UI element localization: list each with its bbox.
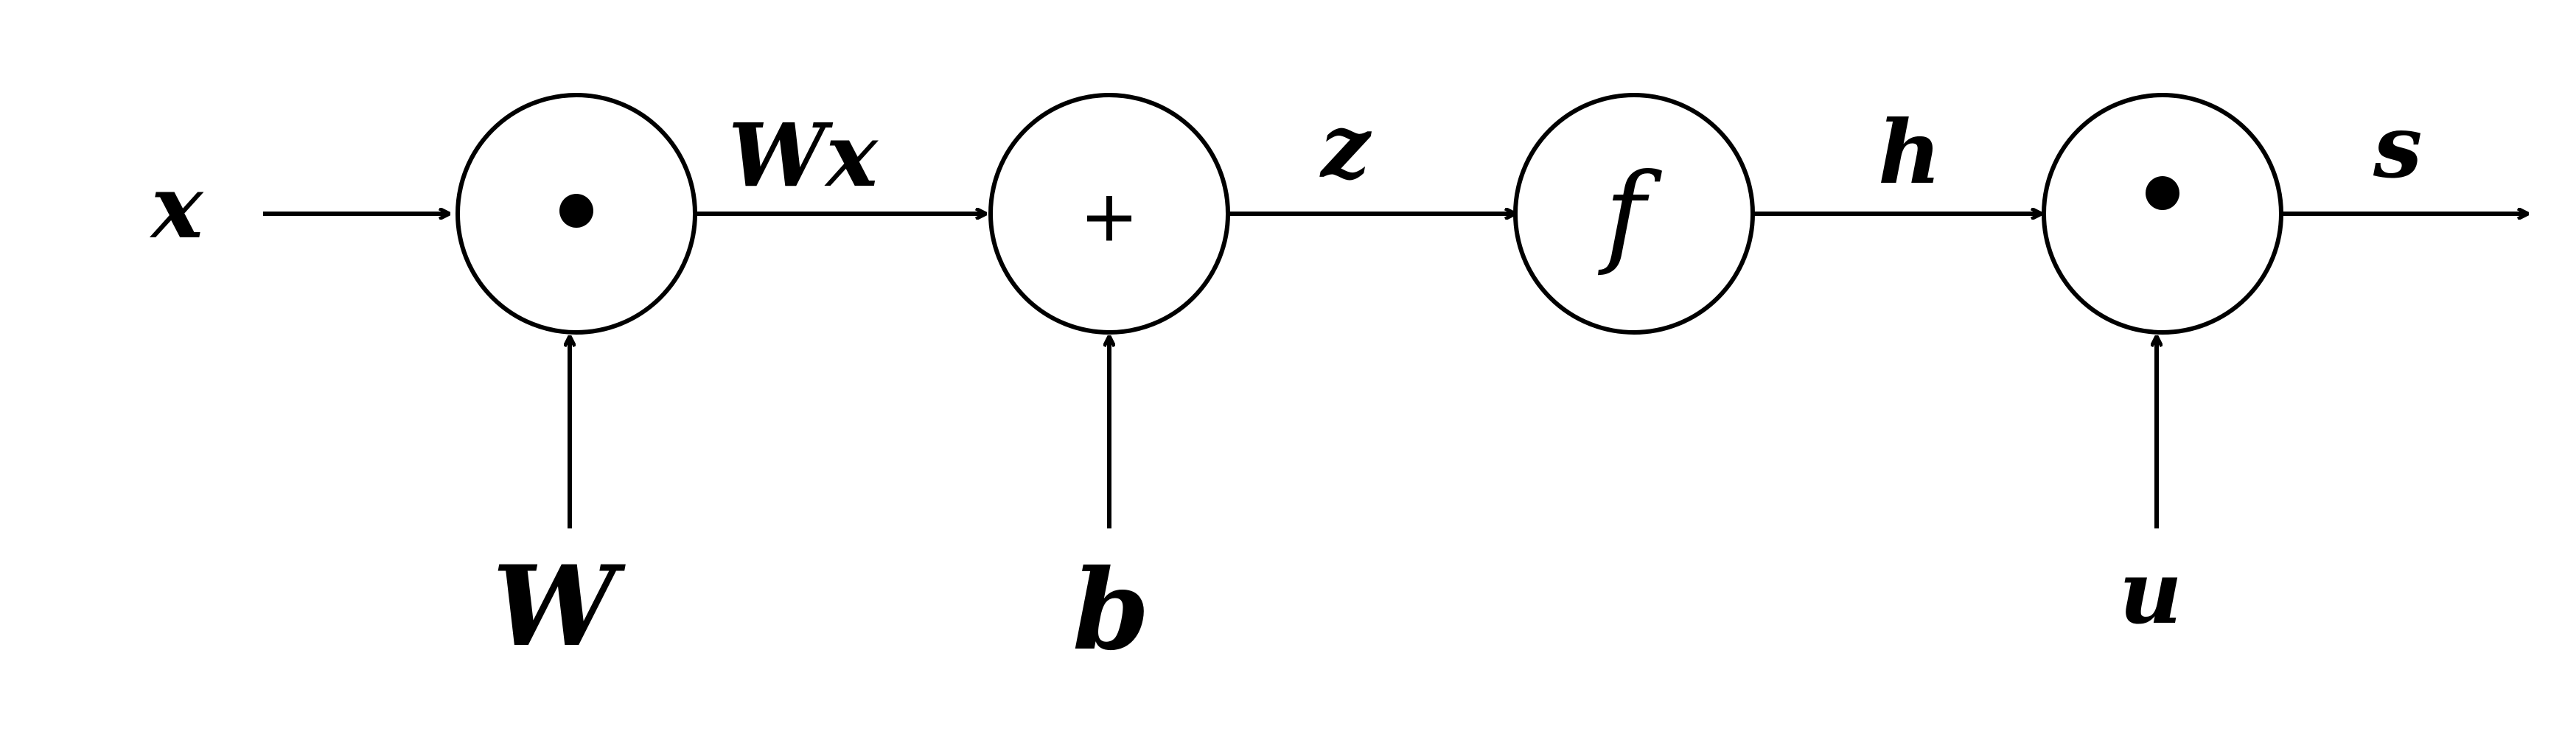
node-add: + (988, 93, 1230, 335)
node-func: f (1513, 93, 1755, 335)
edge-wx-label: Wx (728, 104, 879, 206)
edge-h-label: h (1878, 101, 1941, 203)
node-mul2 (2042, 93, 2283, 335)
node-mul1 (455, 93, 697, 335)
edge-s-label: s (2373, 95, 2422, 198)
dot-operator-icon-2 (2146, 176, 2179, 210)
input-u-label: u (2119, 541, 2182, 643)
input-b-label: b (1072, 545, 1150, 675)
input-W-label: W (492, 542, 626, 671)
edge-z-label: z (1319, 95, 1372, 198)
plus-operator-icon: + (1080, 175, 1139, 257)
dot-operator-icon (559, 194, 593, 228)
input-x-label: x (149, 156, 204, 258)
